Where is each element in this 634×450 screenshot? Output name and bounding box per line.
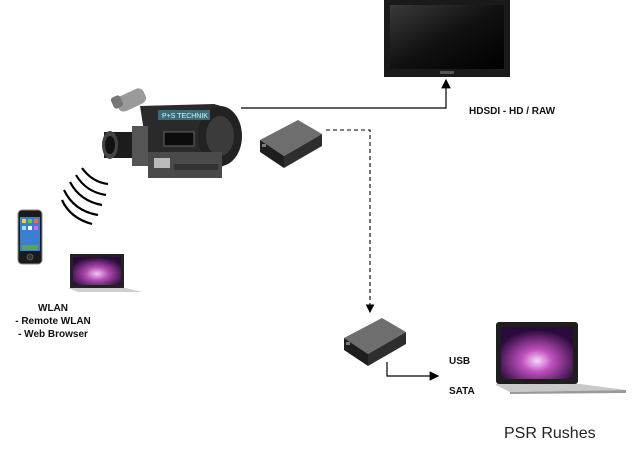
svg-text:P+S TECHNIK: P+S TECHNIK [162, 113, 208, 120]
wlan-label-group: WLAN - Remote WLAN - Web Browser [8, 302, 98, 341]
psr-rushes-label: PSR Rushes [504, 425, 596, 442]
smartphone-icon [17, 209, 43, 265]
recorder-bottom-icon [344, 318, 406, 366]
wlan-browser-label: - Web Browser [18, 329, 88, 340]
camera-icon: P+S TECHNIK [102, 88, 242, 178]
usb-label: USB [449, 356, 471, 367]
hdsdi-line [241, 78, 451, 109]
wlan-remote-label: - Remote WLAN [15, 316, 91, 327]
usb-sata-line [386, 362, 440, 381]
hdsdi-label: HDSDI - HD / RAW [469, 106, 556, 117]
sata-label: SATA [449, 386, 475, 397]
wireless-signal-icon [60, 167, 109, 226]
dashed-link-line [326, 129, 375, 314]
laptop-small-icon [68, 254, 142, 292]
wlan-title: WLAN [38, 303, 68, 314]
recorder-top-icon [260, 120, 322, 168]
laptop-large-icon [496, 322, 626, 394]
monitor-icon [384, 0, 510, 77]
